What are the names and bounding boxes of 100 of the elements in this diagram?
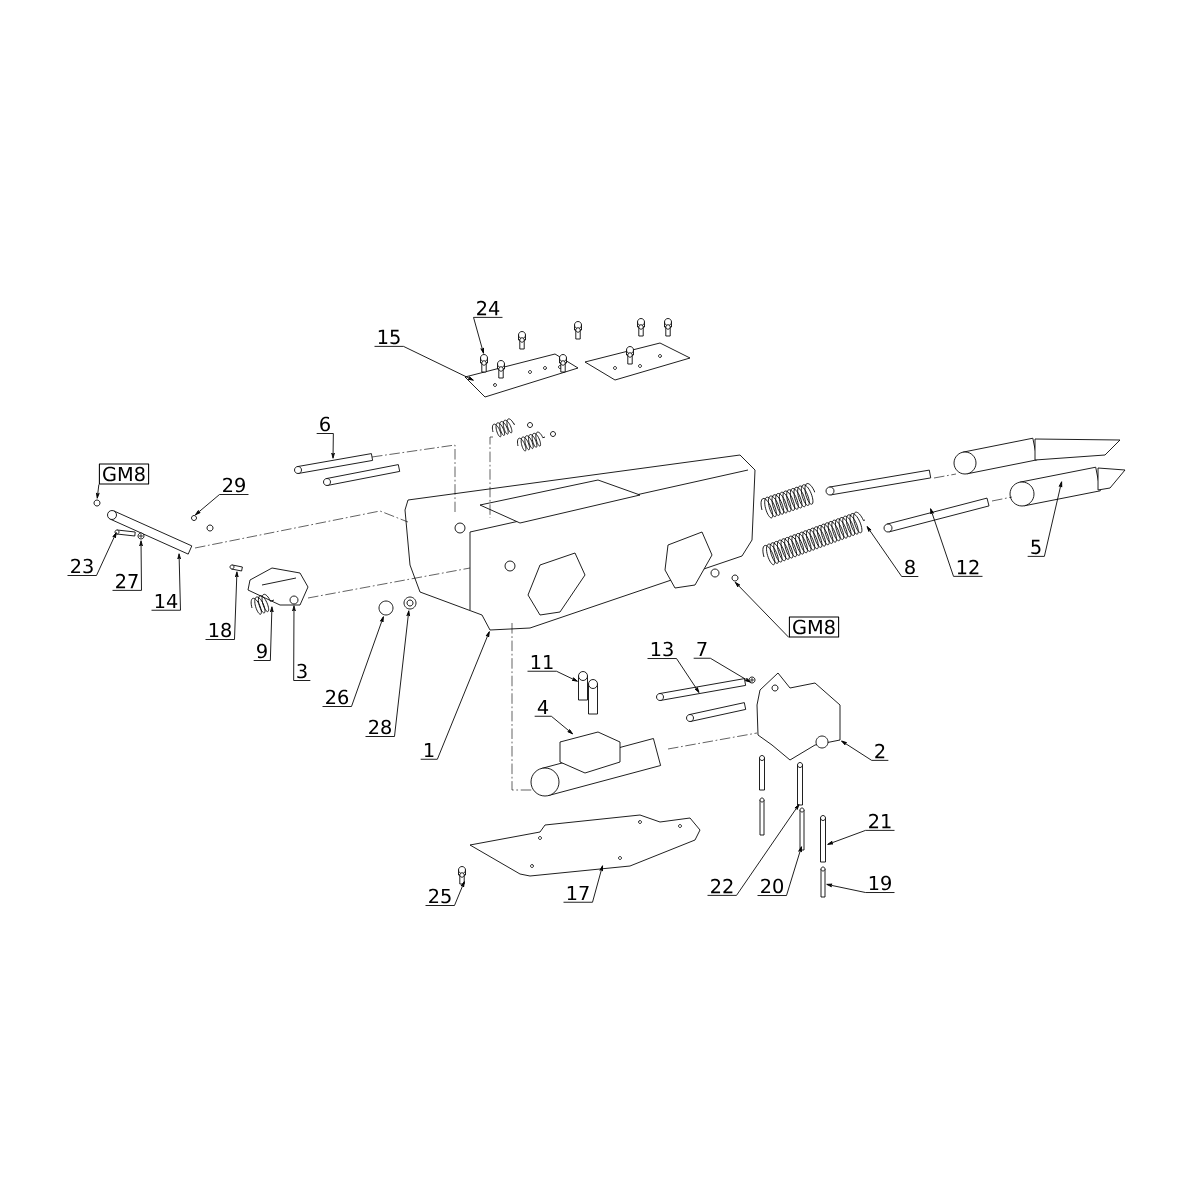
assembly-line: [511, 622, 534, 791]
leader-line: [556, 670, 578, 682]
leader-line: [866, 526, 903, 577]
roll-pin: [820, 866, 826, 898]
coil-spring: [760, 483, 816, 519]
callout-number: 24: [473, 300, 503, 318]
torsion-spring: [250, 593, 275, 615]
leader-line: [786, 846, 802, 896]
o-ring: [550, 431, 556, 437]
leader-line: [930, 508, 954, 577]
callout-number: 1: [420, 742, 438, 760]
assembly-line: [489, 436, 494, 519]
assembly-line: [371, 444, 456, 513]
guide-rod: [825, 469, 932, 496]
cap-screw: [518, 331, 526, 350]
callout-number: 28: [365, 719, 395, 737]
callout-number: 6: [316, 416, 334, 434]
part-code-box: GM8: [98, 463, 150, 485]
callout-number: 26: [322, 689, 352, 707]
leader-line: [269, 606, 274, 661]
callout-number: 12: [953, 559, 983, 577]
assembly-line: [307, 567, 471, 599]
callout-number: 15: [374, 329, 404, 347]
leader-line: [841, 740, 873, 761]
assembly-line: [667, 732, 758, 750]
callout-number: 4: [534, 699, 552, 717]
cap-screw: [574, 321, 582, 340]
callout-number: 11: [527, 654, 557, 672]
leader-line: [550, 715, 574, 735]
grub-screw: [191, 515, 197, 521]
nut: [206, 524, 214, 532]
leader-line: [139, 540, 143, 591]
callout-number: 19: [865, 875, 895, 893]
bracket-drawing: [756, 672, 841, 761]
leader-line: [96, 532, 117, 576]
callout-number: 27: [112, 573, 142, 591]
callout-number: 22: [707, 878, 737, 896]
callout-number: 9: [253, 643, 271, 661]
cap-screw: [637, 318, 645, 337]
bolt: [686, 702, 747, 722]
cap-screw: [480, 354, 488, 373]
leader-line: [194, 494, 220, 516]
leader-line: [676, 658, 700, 693]
plunger-drawing: [1009, 466, 1126, 507]
leader-line: [96, 484, 100, 499]
callout-number: 21: [865, 813, 895, 831]
callout-number: 13: [647, 641, 677, 659]
shaft: [107, 510, 193, 555]
cover-plate: [464, 353, 579, 398]
leader-line: [709, 657, 751, 683]
washer: [137, 532, 145, 540]
leader-line: [734, 581, 790, 638]
screw: [93, 499, 101, 507]
cap-screw: [497, 360, 505, 379]
roll-pin: [799, 807, 805, 851]
housing-drawing: [404, 454, 756, 631]
leader-line: [826, 883, 866, 893]
leader-line: [592, 865, 603, 903]
leader-line: [454, 881, 465, 906]
callout-number: 25: [425, 888, 455, 906]
roll-pin: [759, 755, 765, 791]
valve-drawing: [578, 671, 598, 715]
roll-pin: [820, 815, 826, 863]
assembly-line: [991, 496, 1013, 502]
leader-line: [177, 553, 181, 611]
screw: [731, 574, 739, 582]
callout-number: 8: [901, 559, 919, 577]
bolt: [656, 678, 747, 701]
coil-spring: [517, 431, 546, 452]
roll-pin: [759, 797, 765, 836]
cover-plate: [584, 342, 691, 381]
callout-number: 2: [871, 743, 889, 761]
cap-screw: [664, 318, 672, 337]
leader-line: [331, 433, 335, 459]
base-plate: [469, 814, 701, 877]
coil-spring: [491, 418, 516, 438]
leader-line: [436, 631, 490, 760]
leader-line: [827, 829, 866, 845]
washer: [403, 596, 417, 610]
leader-line: [1043, 481, 1063, 557]
callout-number: 20: [757, 878, 787, 896]
pin: [323, 464, 401, 486]
callout-number: 5: [1027, 539, 1045, 557]
hinge-block: [247, 567, 309, 606]
cap-screw: [626, 346, 634, 365]
leader-line: [394, 610, 410, 737]
pin: [229, 564, 243, 572]
leader-line: [351, 616, 384, 707]
guide-rod: [883, 497, 990, 533]
cylinder-drawing: [530, 731, 662, 797]
callout-number: 18: [205, 622, 235, 640]
leader-line: [403, 345, 474, 381]
leader-line: [473, 316, 484, 354]
callout-number: 14: [151, 593, 181, 611]
coil-spring: [762, 511, 866, 566]
leader-line: [234, 571, 239, 640]
assembly-line: [933, 473, 957, 479]
leader-line: [736, 804, 800, 896]
callout-number: 23: [67, 558, 97, 576]
callout-number: 7: [693, 641, 711, 659]
